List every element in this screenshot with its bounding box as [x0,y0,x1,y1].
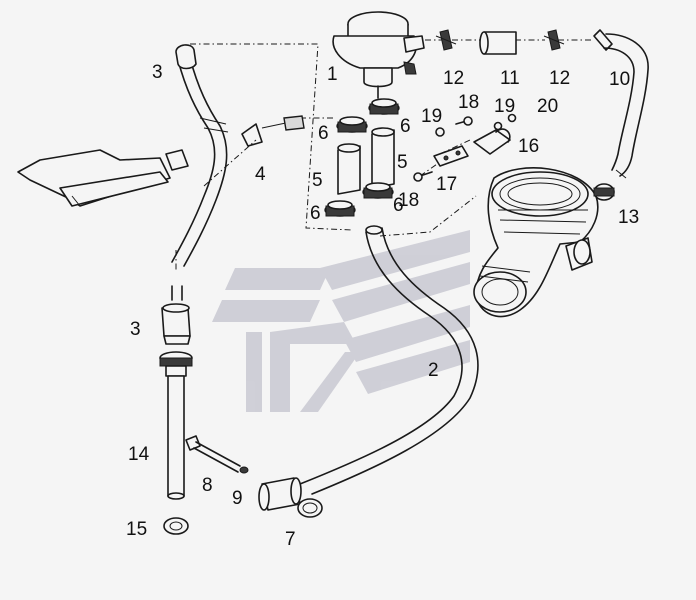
label-4: 4 [255,164,266,185]
label-1: 1 [327,64,338,85]
heat-shield-bracket [17,115,305,207]
label-17: 17 [436,174,457,195]
hose-section-right [371,127,395,189]
intake-duct [473,167,599,318]
hose-clamp-upper-right [368,98,400,115]
label-12-left: 12 [443,68,464,89]
hose-2 [299,225,479,495]
leader-lines [175,39,594,270]
breather-pipe-lower [159,285,193,535]
label-15: 15 [126,519,147,540]
label-16: 16 [518,136,539,157]
hose-10 [593,29,649,179]
label-18-bottom: 18 [398,190,419,211]
part-labels: 1 2 3 3 4 5 5 6 6 6 6 7 8 9 10 11 12 12 … [126,62,639,550]
clip-12-right [543,29,565,51]
label-2: 2 [428,360,439,381]
label-3-bottom: 3 [130,319,141,340]
hose-section-left [337,143,361,195]
label-6-a: 6 [318,123,329,144]
label-12-right: 12 [549,68,570,89]
screws-18-19-20 [413,113,517,182]
hose-clamp-lower-left [324,200,356,217]
clamp-13 [593,183,615,201]
hose-connector-11 [479,31,517,55]
air-valve-assembly [332,11,425,99]
label-19-right: 19 [494,96,515,117]
bracket-17 [433,145,469,167]
label-8: 8 [202,475,213,496]
label-6-d: 6 [393,195,404,216]
label-10: 10 [609,69,630,90]
label-6-b: 6 [400,116,411,137]
label-9: 9 [232,488,243,509]
hose-clamp-upper-left [336,116,368,133]
connector-7 [258,477,323,518]
bolt-8-washer-9 [185,435,249,474]
clip-12-left [435,29,457,51]
label-7: 7 [285,529,296,550]
label-6-c: 6 [310,203,321,224]
breather-hose-upper [171,44,229,267]
label-5-left: 5 [312,170,323,191]
label-20: 20 [537,96,558,117]
bracket-16 [473,128,511,155]
label-5-right: 5 [397,152,408,173]
label-14: 14 [128,444,150,465]
label-11: 11 [500,68,520,89]
watermark-logo [212,230,470,412]
label-18-top: 18 [458,92,479,113]
label-19-left: 19 [421,106,442,127]
hose-clamp-lower-right [362,182,394,199]
label-3-top: 3 [152,62,163,83]
label-13: 13 [618,207,639,228]
